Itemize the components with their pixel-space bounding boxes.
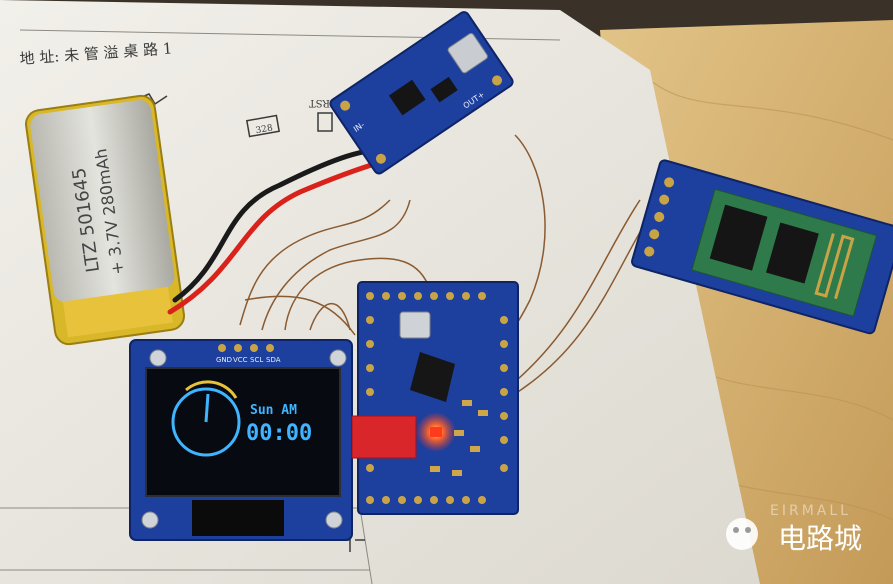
oled-header-pins bbox=[218, 344, 274, 352]
bluetooth-chip-2 bbox=[766, 222, 819, 284]
paper-rst-label: RST bbox=[309, 97, 330, 108]
charger-chip bbox=[388, 79, 426, 116]
watermark-brand-cn: 电路城 bbox=[778, 522, 862, 555]
oled-module: GND VCC SCL SDA Sun AM 00:00 bbox=[129, 339, 353, 541]
red-capacitor bbox=[351, 415, 417, 459]
bluetooth-antenna bbox=[814, 233, 855, 300]
oled-clock-hand bbox=[204, 393, 210, 423]
wechat-icon bbox=[726, 518, 758, 550]
oled-pin-sda: SDA bbox=[266, 356, 281, 364]
oled-analog-clock-face bbox=[171, 387, 241, 457]
oled-pin-vcc: VCC bbox=[233, 356, 248, 364]
bluetooth-chip-1 bbox=[709, 204, 768, 271]
watermark: 电路城 EIRMALL bbox=[726, 503, 862, 555]
oled-pin-scl: SCL bbox=[250, 356, 263, 364]
oled-ribbon bbox=[192, 500, 284, 536]
oled-clock-arc bbox=[185, 380, 238, 399]
arduino-pro-mini-board bbox=[351, 281, 519, 515]
jumper-wires bbox=[239, 134, 651, 401]
board-pin-headers bbox=[366, 292, 508, 504]
micro-usb-port bbox=[447, 32, 488, 74]
oled-pin-gnd: GND bbox=[216, 356, 232, 364]
charger-module: IN- OUT+ bbox=[329, 11, 514, 175]
paper-box-label: 328 bbox=[255, 123, 274, 136]
atmega-chip bbox=[410, 352, 455, 402]
oled-day-text: Sun AM bbox=[250, 403, 297, 418]
reset-button bbox=[399, 311, 431, 339]
watermark-brand-en: EIRMALL bbox=[770, 503, 851, 519]
oled-time-text: 00:00 bbox=[246, 421, 312, 446]
oled-screen bbox=[145, 367, 341, 497]
bluetooth-module bbox=[631, 159, 893, 335]
power-led bbox=[430, 427, 442, 437]
lipo-battery: LTZ 501645 + 3.7V 280mAh bbox=[25, 94, 185, 346]
smd-components bbox=[430, 400, 488, 476]
battery-wires bbox=[167, 147, 391, 315]
